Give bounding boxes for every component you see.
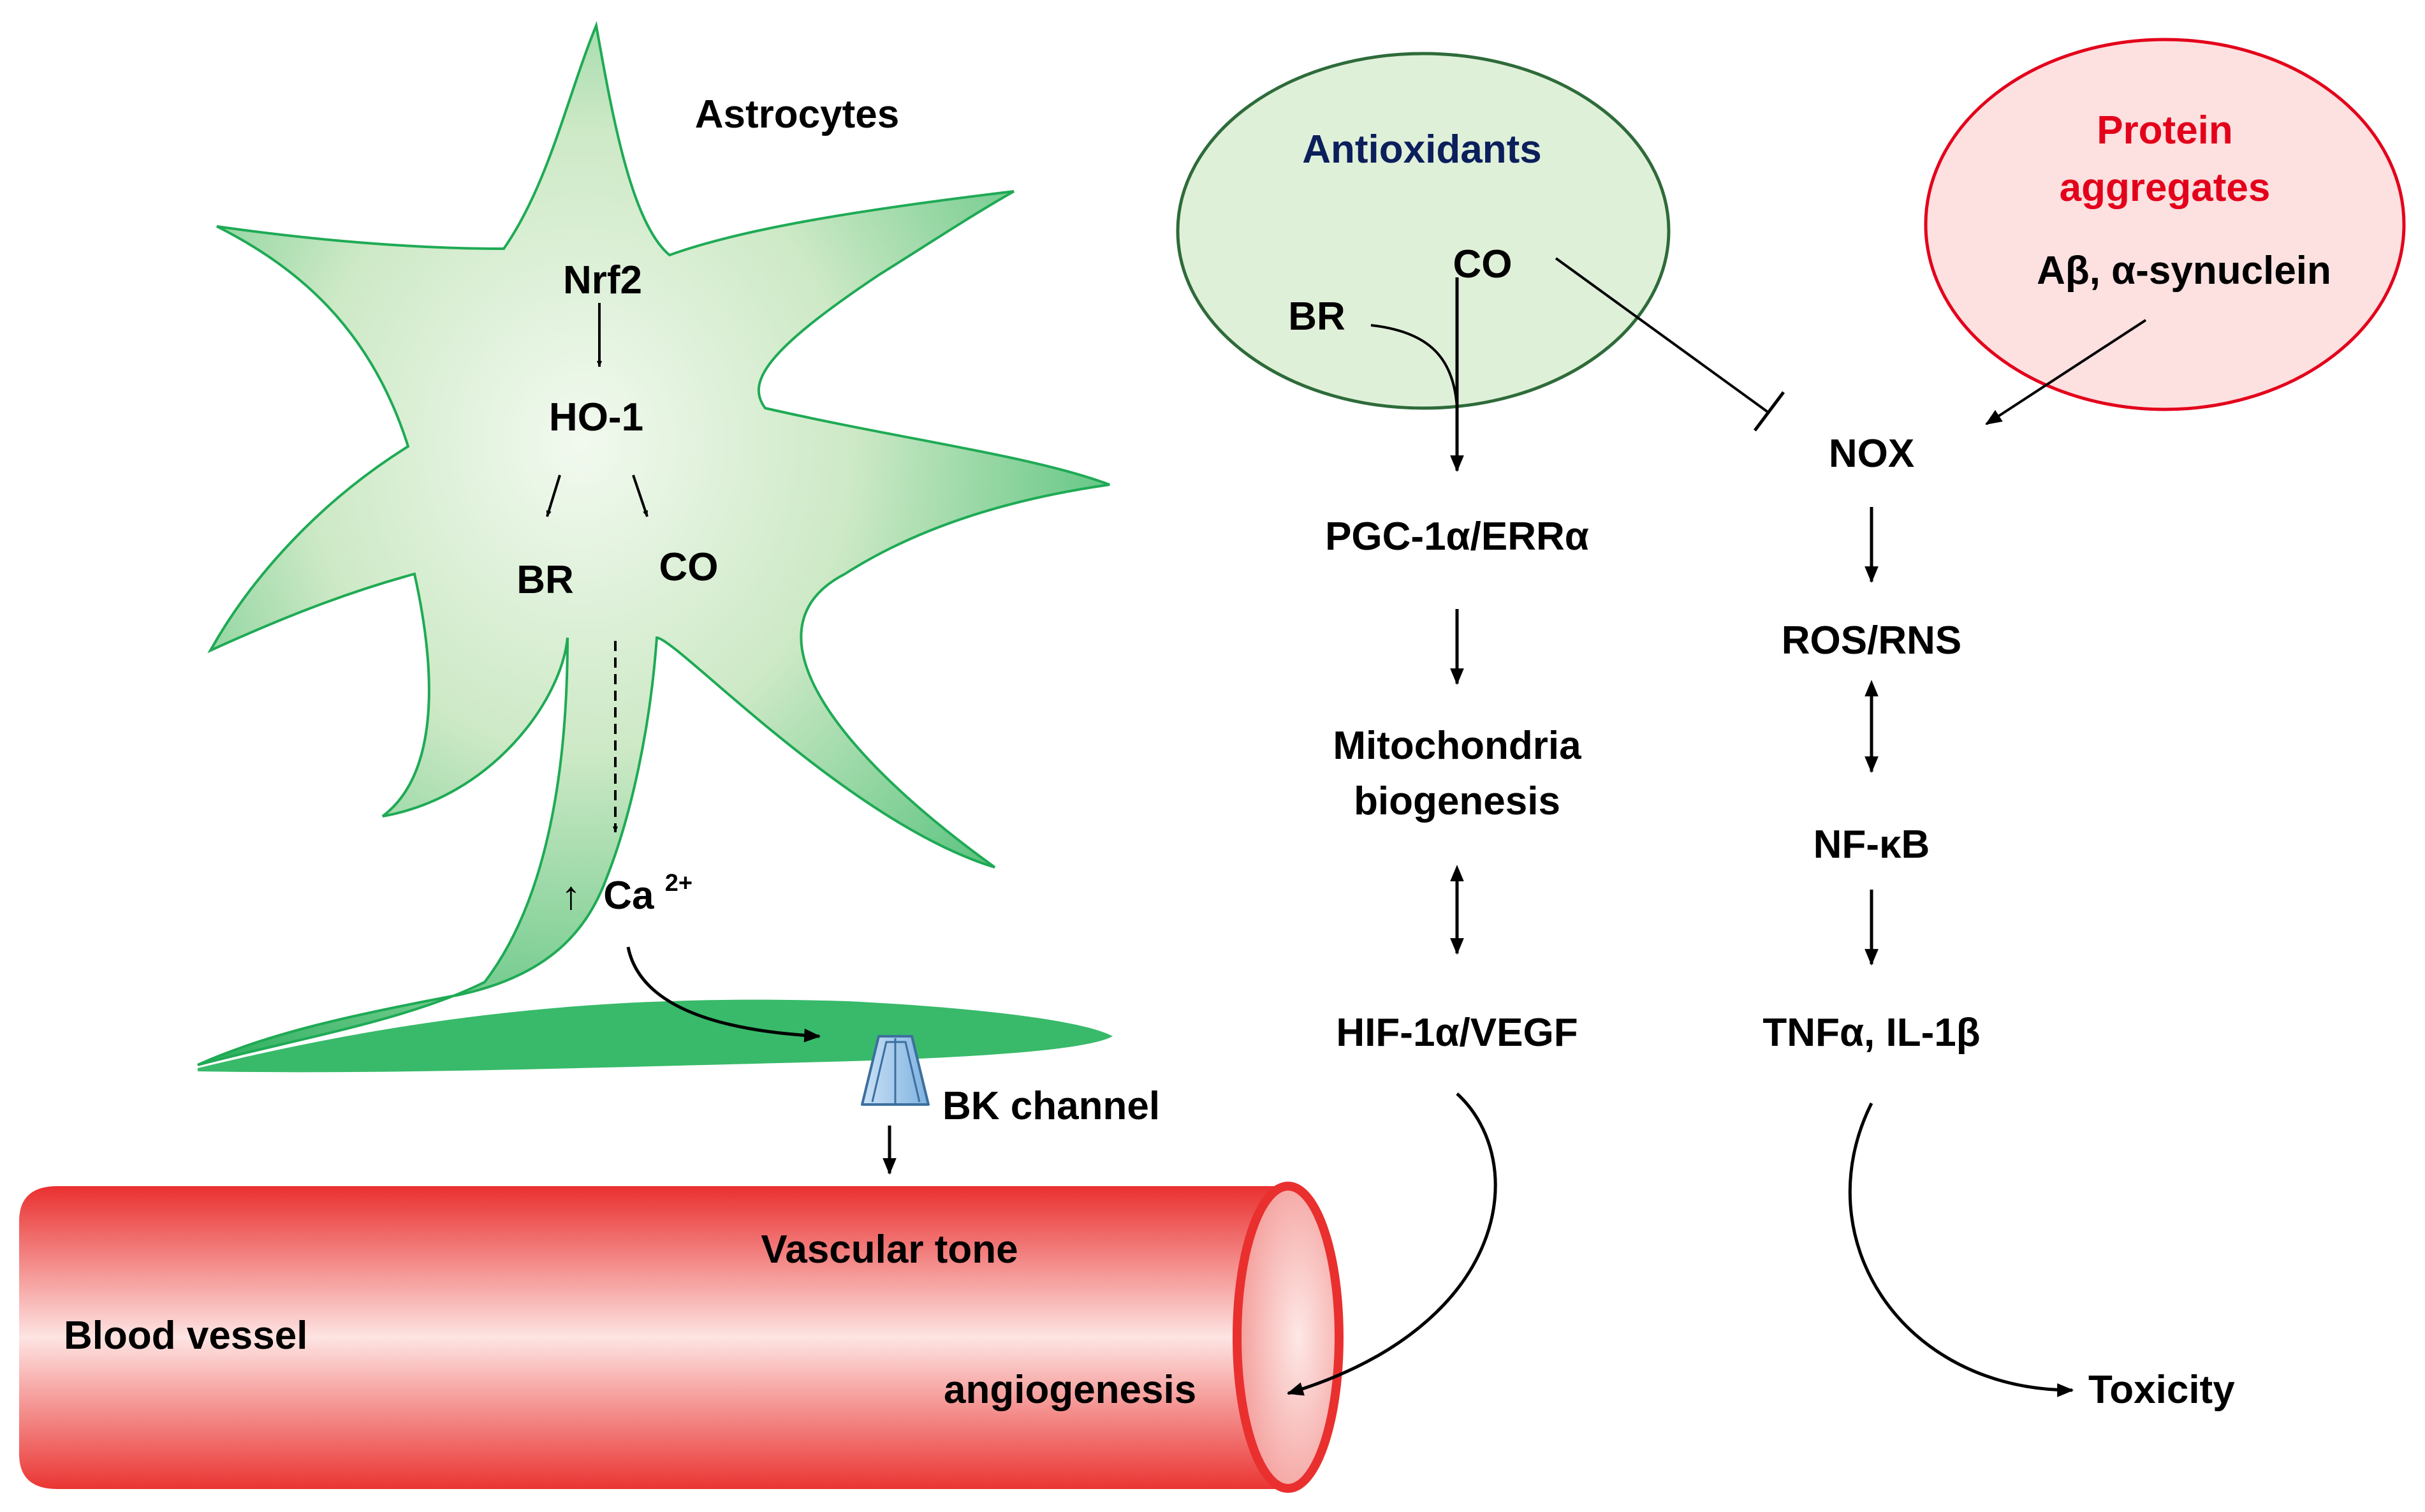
astrocyte-br-label: BR: [517, 558, 574, 602]
toxicity-label: Toxicity: [2088, 1368, 2235, 1412]
arrow-calcium-to-bk-channel: [626, 946, 821, 1043]
antioxidants-title: Antioxidants: [1302, 128, 1541, 172]
antioxidant-co-label: CO: [1453, 242, 1513, 286]
ho1-label: HO-1: [549, 395, 643, 439]
antioxidants-ellipse: [1176, 52, 1671, 410]
protein-aggregates-ellipse: [1924, 38, 2406, 411]
astrocyte-co-label: CO: [659, 545, 719, 589]
calcium-up-arrow: ↑: [561, 874, 581, 918]
arrow-br-to-pgc: [1370, 324, 1458, 409]
calcium-text: Ca: [603, 874, 654, 918]
arrow-tnf-to-toxicity: [1848, 1102, 2074, 1397]
calcium-superscript: 2+: [665, 870, 692, 897]
tnf-label: TNFα, IL-1β: [1762, 1011, 1980, 1055]
angiogenesis-label: angiogenesis: [944, 1368, 1196, 1412]
protein-aggregates-title-2: aggregates: [2060, 166, 2271, 210]
astrocyte-cell: [197, 20, 1110, 1066]
ros-label: ROS/RNS: [1782, 619, 1961, 663]
arrow-ho1-to-br: [546, 474, 561, 517]
antioxidant-br-label: BR: [1288, 295, 1345, 339]
calcium-label: ↑ Ca 2+: [561, 870, 692, 918]
arrow-aggregates-to-nox: [1985, 319, 2147, 425]
protein-aggregates-examples: Aβ, α-synuclein: [2037, 249, 2331, 293]
blood-vessel-label: Blood vessel: [64, 1314, 307, 1358]
inhibition-co-to-nox: [1555, 257, 1771, 415]
mitochondria-label-2: biogenesis: [1354, 779, 1560, 823]
blood-vessel: [19, 1182, 1344, 1493]
nrf2-label: Nrf2: [563, 258, 642, 302]
nfkb-label: NF-κB: [1813, 823, 1930, 867]
inhibition-bar: [1754, 391, 1785, 432]
vessel-body: [19, 1186, 1282, 1489]
astrocyte-endfoot: [198, 999, 1113, 1073]
arrow-ho1-to-co: [632, 474, 648, 517]
nox-label: NOX: [1829, 432, 1914, 476]
vessel-opening: [1233, 1182, 1344, 1493]
bk-channel-icon: [861, 1035, 930, 1106]
mitochondria-label-1: Mitochondria: [1333, 724, 1581, 768]
pgc-label: PGC-1α/ERRα: [1325, 515, 1589, 559]
arrow-hif-to-angiogenesis: [1286, 1092, 1497, 1396]
vascular-tone-label: Vascular tone: [761, 1228, 1018, 1272]
hif-label: HIF-1α/VEGF: [1336, 1011, 1578, 1055]
bk-channel-label: BK channel: [942, 1084, 1160, 1128]
astrocytes-title: Astrocytes: [695, 92, 899, 136]
protein-aggregates-title-1: Protein: [2097, 108, 2233, 152]
